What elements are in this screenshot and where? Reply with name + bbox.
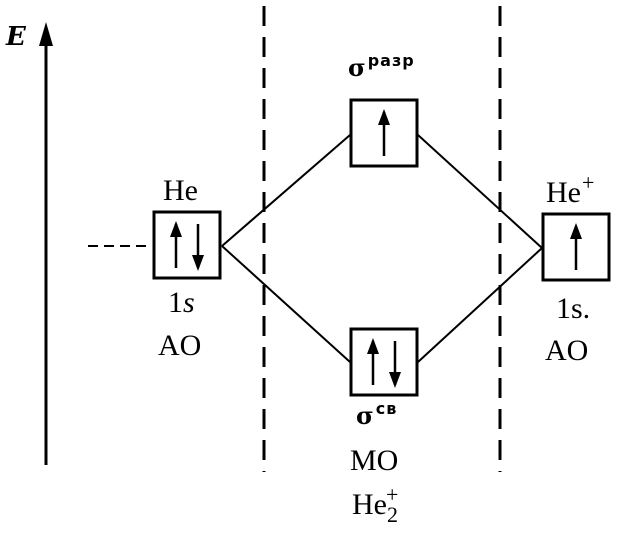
mo-label: MO (350, 444, 399, 477)
bonding-mo-box (349, 327, 419, 397)
molecule-charge: + (385, 482, 399, 507)
right-orbital-label: 1s. (556, 292, 591, 325)
right-atom-formula: He+ (546, 172, 594, 209)
left-orbital-number: 1 (168, 286, 183, 319)
line-antibonding-to-right (417, 134, 543, 249)
antibonding-superscript: разр (367, 51, 415, 70)
energy-axis-label: E (6, 22, 26, 52)
line-left-to-bonding (221, 245, 351, 363)
left-atom-electron-up-arrow-icon (170, 221, 182, 237)
bonding-electron-up-arrow-icon (367, 338, 379, 354)
energy-axis-arrowhead (39, 22, 53, 46)
right-atom-electron-up-arrow-icon (570, 223, 582, 239)
bonding-electron-down-arrow-icon (389, 372, 401, 388)
right-atom-symbol: He (546, 176, 581, 209)
left-ao-label: AO (158, 329, 202, 362)
antibonding-sigma: σ (348, 53, 366, 82)
line-bonding-to-right (417, 247, 543, 363)
molecule-subscript: 2 (386, 502, 398, 527)
bonding-sigma: σ (356, 401, 374, 430)
antibonding-electron-up-arrow-icon (378, 109, 390, 125)
left-atom-electron-down-arrow-icon (192, 255, 204, 271)
molecule-symbol: He (352, 488, 387, 521)
right-ao-label: AO (545, 334, 589, 367)
left-orbital-letter: s (183, 286, 195, 319)
line-left-to-antibonding (221, 134, 351, 247)
left-atom-symbol: He (163, 174, 198, 207)
molecule-formula: He2+ (352, 484, 398, 526)
right-atom-charge: + (581, 170, 595, 195)
left-ao-box (152, 210, 222, 280)
left-orbital-label: 1s (168, 288, 195, 318)
bonding-superscript: св (375, 399, 398, 418)
